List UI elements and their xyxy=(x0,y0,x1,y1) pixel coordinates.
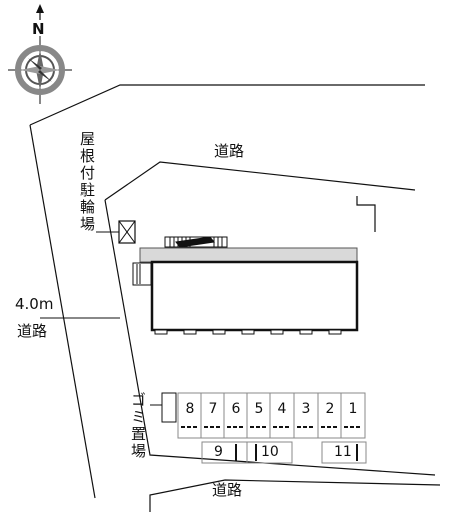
road-north-label: 道路 xyxy=(214,142,245,160)
parking-space-8: 8 xyxy=(185,401,195,417)
site-lines xyxy=(29,84,441,512)
parking-space-2: 2 xyxy=(325,401,335,417)
garbage-area-box xyxy=(161,392,177,423)
parking-space-6: 6 xyxy=(231,401,241,417)
entrance-steps xyxy=(132,262,152,286)
parking-space-10: 10 xyxy=(261,444,279,460)
staircase xyxy=(164,236,228,248)
bicycle-parking-shed xyxy=(96,220,136,244)
parking-upper-row xyxy=(177,392,366,439)
parking-space-11: 11 xyxy=(334,444,352,460)
parking-space-1: 1 xyxy=(348,401,358,417)
garbage-area-label: ゴミ置場 xyxy=(129,392,147,460)
compass-rose-icon xyxy=(8,4,72,104)
parking-space-5: 5 xyxy=(254,401,264,417)
parking-space-4: 4 xyxy=(277,401,287,417)
road-south-label: 道路 xyxy=(212,481,243,499)
parking-space-3: 3 xyxy=(301,401,311,417)
apartment-building xyxy=(150,260,359,332)
parking-space-9: 9 xyxy=(214,444,223,460)
walkway xyxy=(139,247,358,263)
parking-space-7: 7 xyxy=(208,401,218,417)
road-west-label: 道路 xyxy=(17,322,48,340)
balconies xyxy=(154,329,342,335)
bicycle-parking-label: 屋根付駐輪場 xyxy=(78,131,96,233)
road-west-width: 4.0m xyxy=(15,295,54,313)
north-label: N xyxy=(32,20,45,38)
parking-lower-row xyxy=(201,441,367,464)
